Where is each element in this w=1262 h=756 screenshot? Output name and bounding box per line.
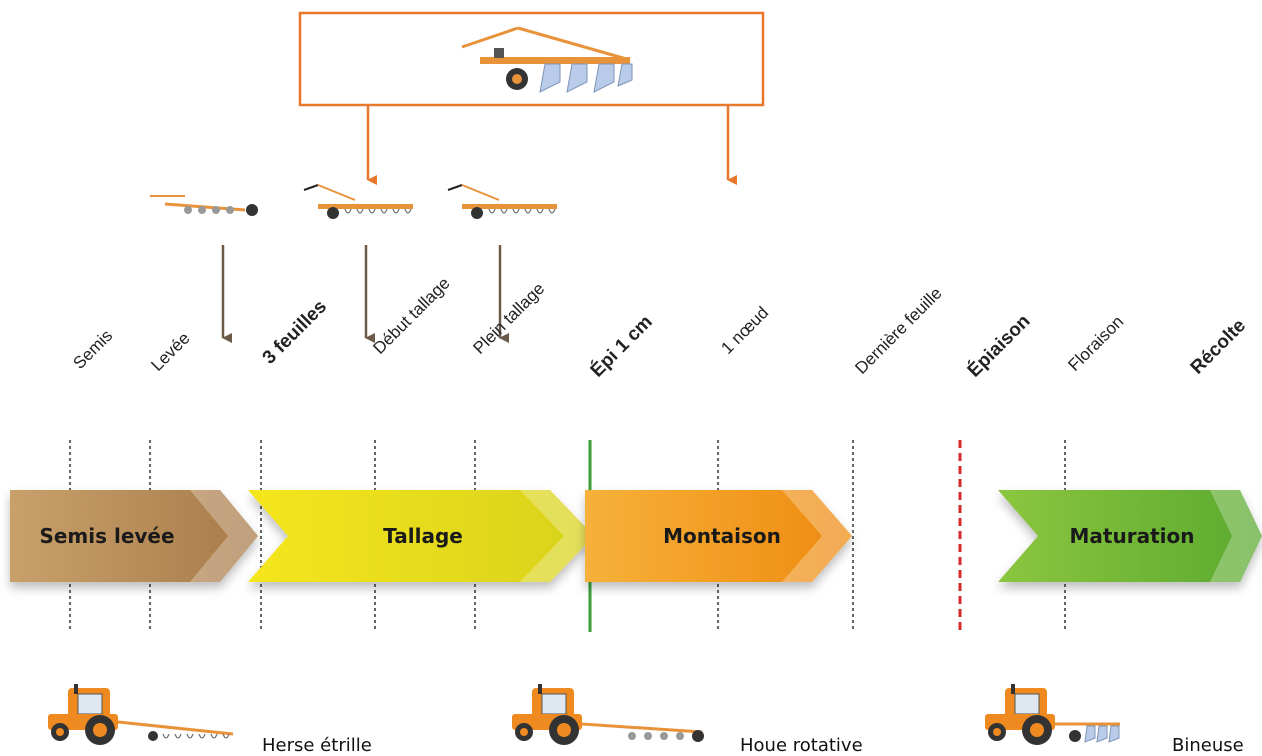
harrow-implement-icon-2 (447, 184, 557, 219)
milestone-label-recolte: Récolte (1187, 315, 1250, 378)
stage-chevron-tip (1210, 490, 1262, 582)
stage-chevron-maturation (998, 490, 1262, 582)
stage-chevron-tip (782, 490, 852, 582)
tractor-rotary-hoe-icon (512, 684, 704, 745)
stage-semis-levee: Semis levée (10, 490, 258, 582)
milestone-label-derniere-feuille: Dernière feuille (851, 284, 945, 378)
rotary-hoe-implement-icon (150, 195, 258, 216)
plough-box (298, 11, 765, 185)
milestone-label-semis: Semis (69, 326, 116, 373)
stage-chevron-montaison (585, 490, 852, 582)
stage-label-tallage: Tallage (383, 524, 463, 548)
tractor-harrow-icon (48, 684, 234, 745)
harrow-implement-icon-1 (303, 184, 413, 219)
tool-herse-etrille: Herse étrille (48, 684, 372, 756)
stage-tallage: Tallage (248, 490, 594, 582)
milestone-label-epi-1-cm: Épi 1 cm (586, 311, 657, 382)
milestone-label-1-noeud: 1 nœud (717, 303, 772, 358)
milestone-label-floraison: Floraison (1064, 312, 1127, 375)
milestone-label-debut-tallage: Début tallage (369, 274, 453, 358)
milestone-label-plein-tallage: Plein tallage (469, 279, 548, 358)
stage-label-montaison: Montaison (663, 524, 781, 548)
tool-label-herse-etrille: Herse étrille (262, 735, 372, 756)
tool-bineuse: Bineuse (985, 684, 1244, 756)
plough-icon (461, 26, 633, 93)
tractor-hoe-icon (985, 684, 1120, 745)
tool-label-houe-rotative: Houe rotative (740, 735, 863, 756)
tool-houe-rotative: Houe rotative (512, 684, 863, 756)
stage-label-semis-levee: Semis levée (39, 524, 174, 548)
milestone-label-levee: Levée (147, 329, 193, 375)
tool-label-bineuse: Bineuse (1172, 735, 1244, 756)
stage-label-maturation: Maturation (1070, 524, 1195, 548)
milestone-label-epiaison: Épiaison (963, 310, 1035, 382)
stage-chevron-tip (520, 490, 594, 582)
stage-chevron-tip (190, 490, 258, 582)
stage-chevron-semis-levee (10, 490, 258, 582)
stage-maturation: Maturation (998, 490, 1262, 582)
stage-chevron-tallage (248, 490, 594, 582)
milestone-label-3-feuilles: 3 feuilles (259, 296, 331, 368)
stage-montaison: Montaison (585, 490, 852, 582)
